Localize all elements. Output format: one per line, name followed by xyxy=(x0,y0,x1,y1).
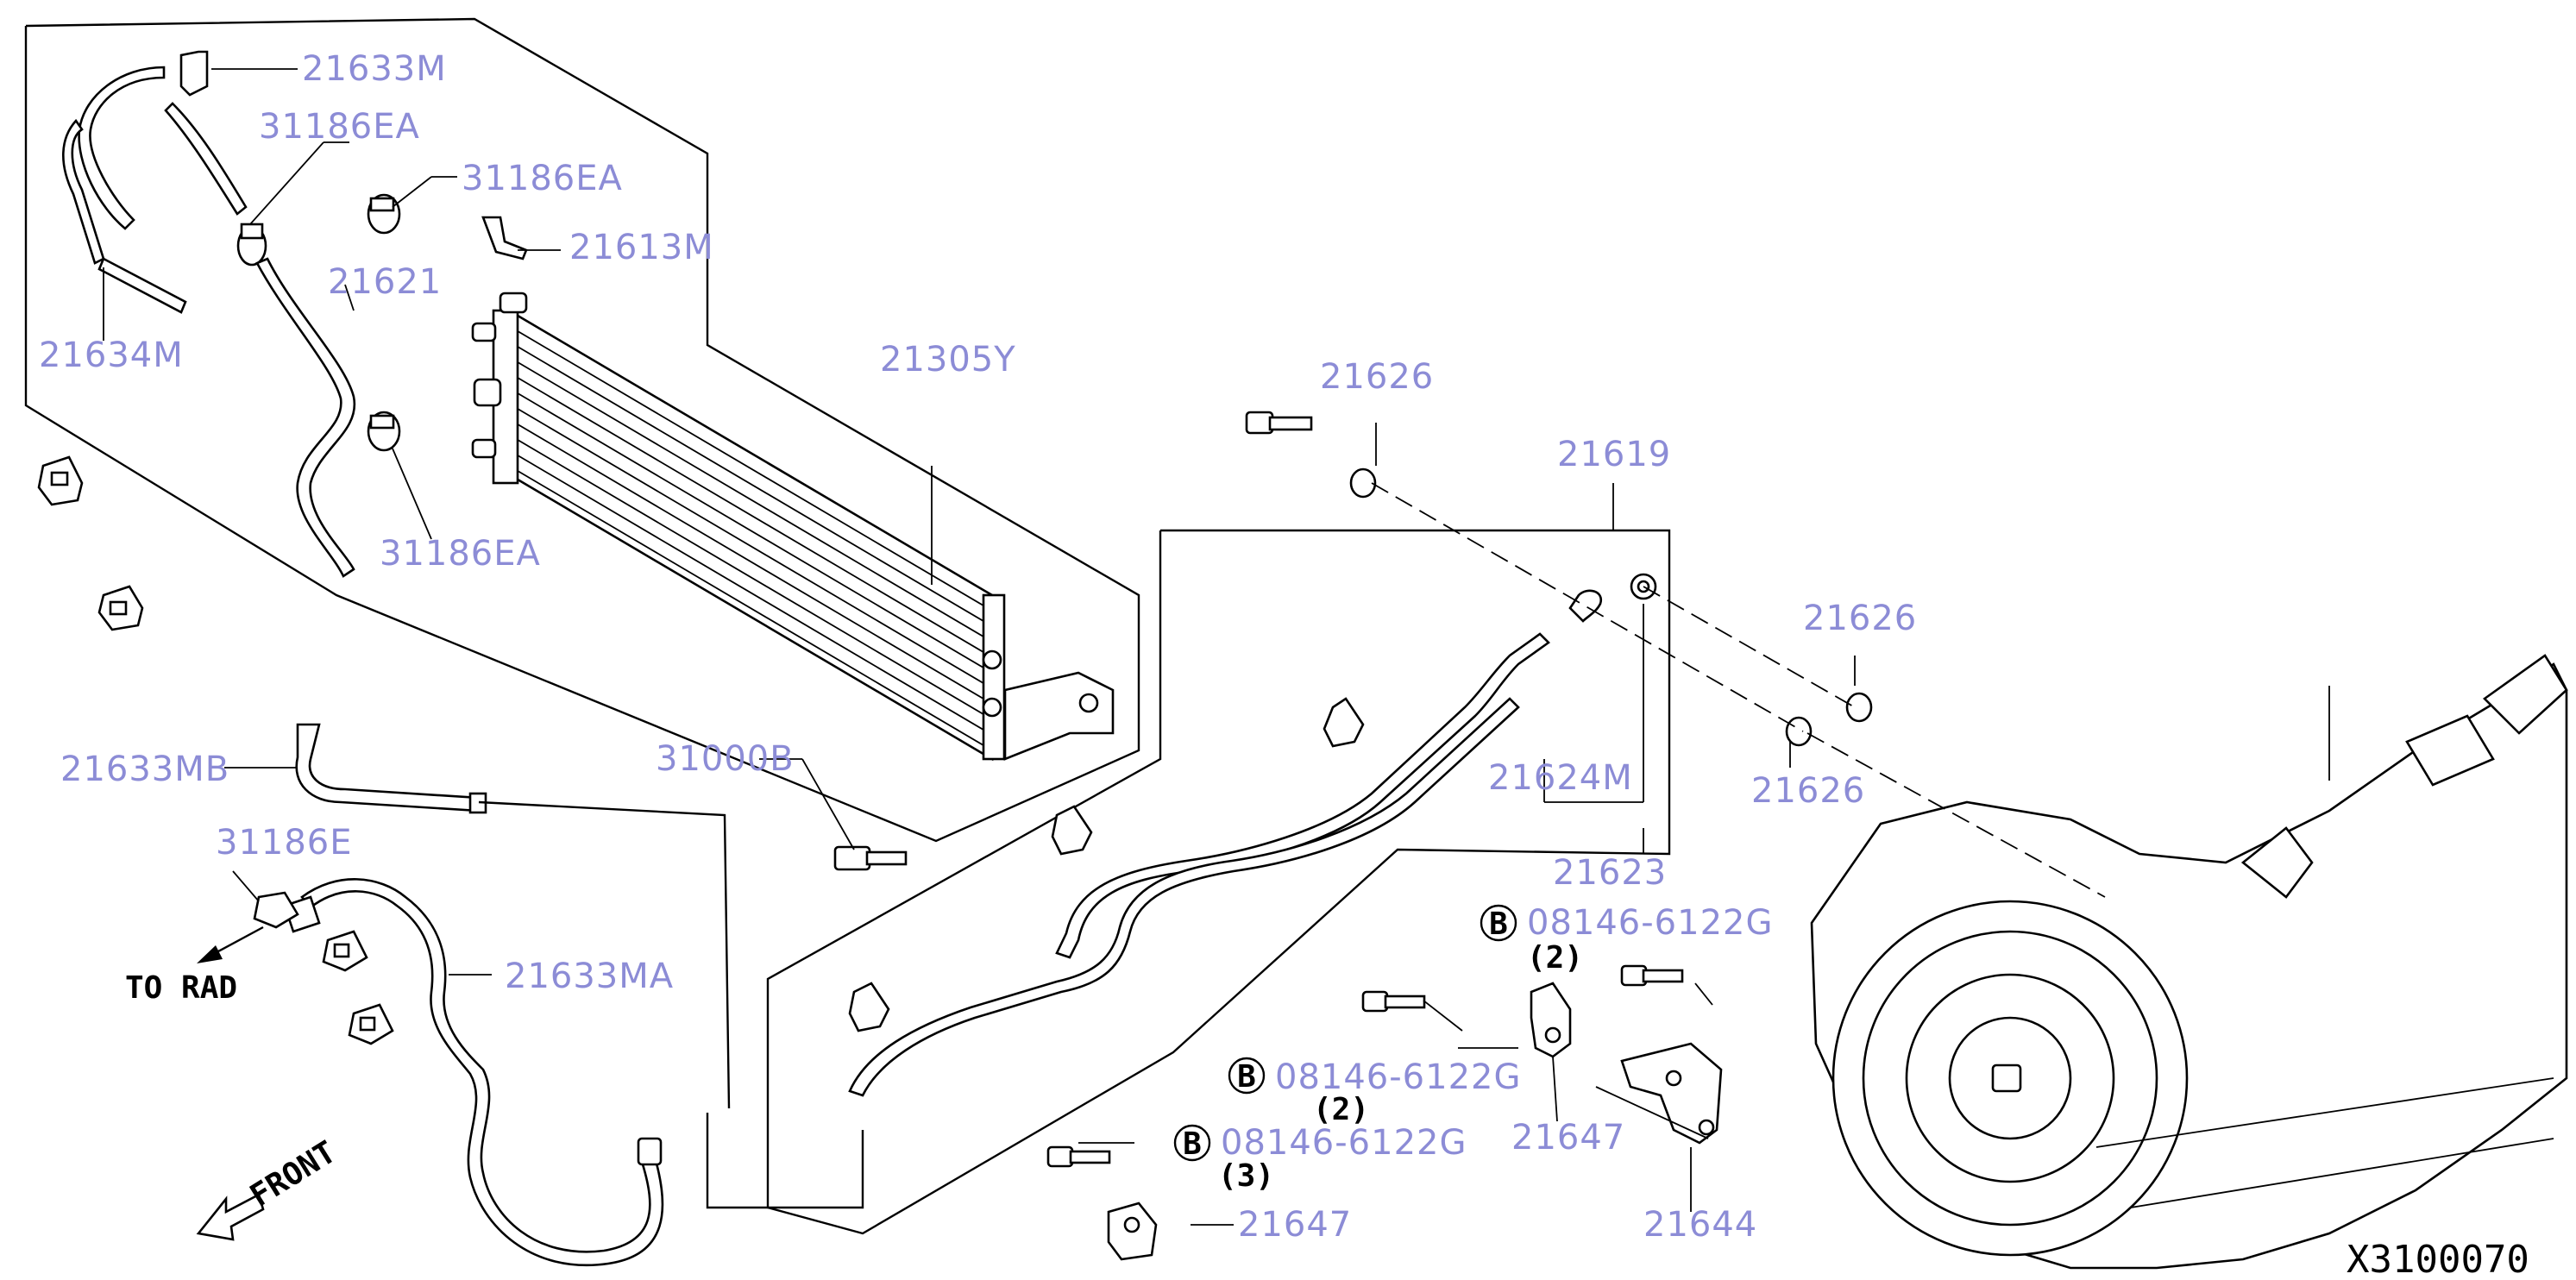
cooler-tube-lower xyxy=(848,697,1520,1097)
bracket-21613m xyxy=(481,216,528,260)
oil-cooler xyxy=(471,292,1115,762)
callout-31186ea-1: 31186EA xyxy=(259,107,420,147)
clip-31186e xyxy=(253,891,299,929)
drawing-code: X3100070 xyxy=(2347,1238,2529,1280)
callout-08146-a: B 08146-6122G (2) xyxy=(1480,903,1773,976)
to-rad-label: TO RAD xyxy=(125,970,237,1006)
callout-31186ea-2: 31186EA xyxy=(462,159,623,198)
callout-21621: 21621 xyxy=(328,262,442,302)
callout-21647-2: 21647 xyxy=(1238,1205,1352,1245)
clip-mid-left-2 xyxy=(348,1003,394,1045)
tube-clip-3 xyxy=(848,982,890,1032)
transmission-assembly xyxy=(1810,654,2568,1270)
callout-21619: 21619 xyxy=(1557,435,1671,474)
cooler-tube-upper xyxy=(1055,632,1551,959)
callout-21633mb: 21633MB xyxy=(60,750,229,789)
cooler-pipe-lines xyxy=(478,800,864,1209)
callout-21634m: 21634M xyxy=(39,336,184,375)
bracket-21647-upper xyxy=(1530,982,1572,1058)
clamp-31186ea-mid xyxy=(367,193,401,235)
callout-08146-c: B 08146-6122G (3) xyxy=(1173,1123,1467,1194)
svg-text:B: B xyxy=(1183,1126,1202,1162)
bracket-21647-lower xyxy=(1107,1202,1158,1261)
upper-hose xyxy=(62,50,248,314)
cooler-group-frame xyxy=(24,17,1140,843)
svg-text:(2): (2) xyxy=(1527,940,1583,976)
callout-21633ma: 21633MA xyxy=(505,957,674,996)
hose-21621 xyxy=(255,257,356,578)
clamp-31186ea-lower xyxy=(367,411,401,452)
dashed-alignment-lines xyxy=(1371,482,2106,898)
svg-text:B: B xyxy=(1237,1059,1256,1095)
callout-21623: 21623 xyxy=(1553,853,1667,893)
callout-21626-3: 21626 xyxy=(1751,771,1865,811)
callout-31186e: 31186E xyxy=(216,823,353,863)
svg-text:(3): (3) xyxy=(1218,1158,1274,1194)
part-callouts: 21633M 31186EA 31186EA 21613M 21621 2163… xyxy=(39,49,1917,1245)
clip-left-upper xyxy=(37,455,84,506)
tube-clip-1 xyxy=(1323,697,1365,748)
bolt-08146-b xyxy=(1361,990,1426,1013)
bolt-31000b xyxy=(833,845,908,871)
callout-21624m: 21624M xyxy=(1488,758,1633,798)
svg-text:(2): (2) xyxy=(1313,1092,1369,1127)
washer-21626-2 xyxy=(1845,692,1873,723)
svg-text:B: B xyxy=(1489,907,1508,942)
front-label: FRONT xyxy=(244,1134,342,1214)
callout-21647-1: 21647 xyxy=(1511,1118,1625,1158)
clip-mid-left-1 xyxy=(322,930,368,972)
washer-21626-3 xyxy=(1785,716,1813,747)
callout-21305y: 21305Y xyxy=(880,340,1016,380)
callout-21644: 21644 xyxy=(1643,1205,1757,1245)
callout-21613m: 21613M xyxy=(569,228,714,267)
callout-21633m: 21633M xyxy=(302,49,447,89)
bolt-08146-c xyxy=(1046,1145,1111,1168)
svg-text:08146-6122G: 08146-6122G xyxy=(1221,1123,1467,1163)
tube-group-frame xyxy=(766,529,1671,1235)
callout-21626-1: 21626 xyxy=(1320,357,1434,397)
eye-bolt-21626 xyxy=(1245,411,1313,435)
svg-text:08146-6122G: 08146-6122G xyxy=(1275,1057,1521,1097)
bolt-08146-a xyxy=(1620,964,1684,987)
callout-21626-2: 21626 xyxy=(1803,599,1917,638)
hose-21633mb xyxy=(295,723,481,813)
clip-left-lower xyxy=(97,585,144,631)
callout-31000b: 31000B xyxy=(656,739,795,779)
callout-31186ea-3: 31186EA xyxy=(380,534,541,574)
to-rad-indicator: TO RAD xyxy=(125,925,264,1006)
leader-lines xyxy=(103,68,2330,1226)
washer-21626-1 xyxy=(1349,467,1377,499)
svg-text:08146-6122G: 08146-6122G xyxy=(1527,903,1773,943)
tube-clip-2 xyxy=(1051,805,1093,856)
front-indicator: FRONT xyxy=(196,1134,342,1241)
bracket-21644 xyxy=(1620,1042,1723,1145)
callout-08146-b: B 08146-6122G (2) xyxy=(1228,1057,1521,1127)
clamp-31186ea-upper xyxy=(236,223,267,267)
